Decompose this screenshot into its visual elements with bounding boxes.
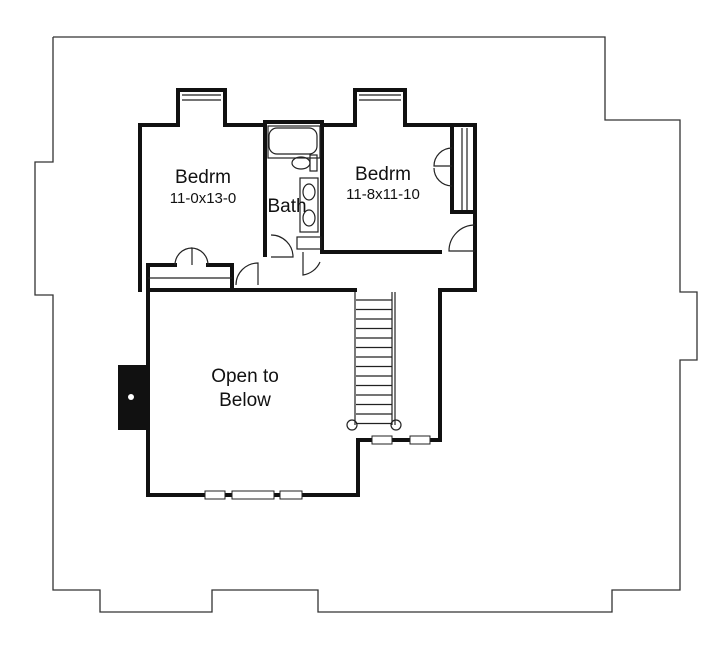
staircase bbox=[346, 292, 402, 431]
room-name: Bedrm bbox=[175, 167, 231, 188]
hall-door bbox=[302, 252, 321, 276]
open-label-line2: Below bbox=[219, 390, 271, 411]
open-to-below: Open to Below bbox=[118, 288, 477, 500]
open-label-line1: Open to bbox=[211, 366, 279, 387]
hall-door bbox=[235, 262, 259, 286]
roof-outline bbox=[34, 36, 698, 613]
bath: Bath bbox=[263, 120, 324, 258]
room-name: Bath bbox=[267, 196, 306, 217]
bedroom-right: Bedrm 11-8x11-10 bbox=[320, 88, 477, 292]
room-size: 11-0x13-0 bbox=[170, 190, 236, 207]
room-size: 11-8x11-10 bbox=[346, 186, 420, 203]
room-name: Bedrm bbox=[355, 164, 411, 185]
bedroom-left: Bedrm 11-0x13-0 bbox=[138, 88, 267, 292]
